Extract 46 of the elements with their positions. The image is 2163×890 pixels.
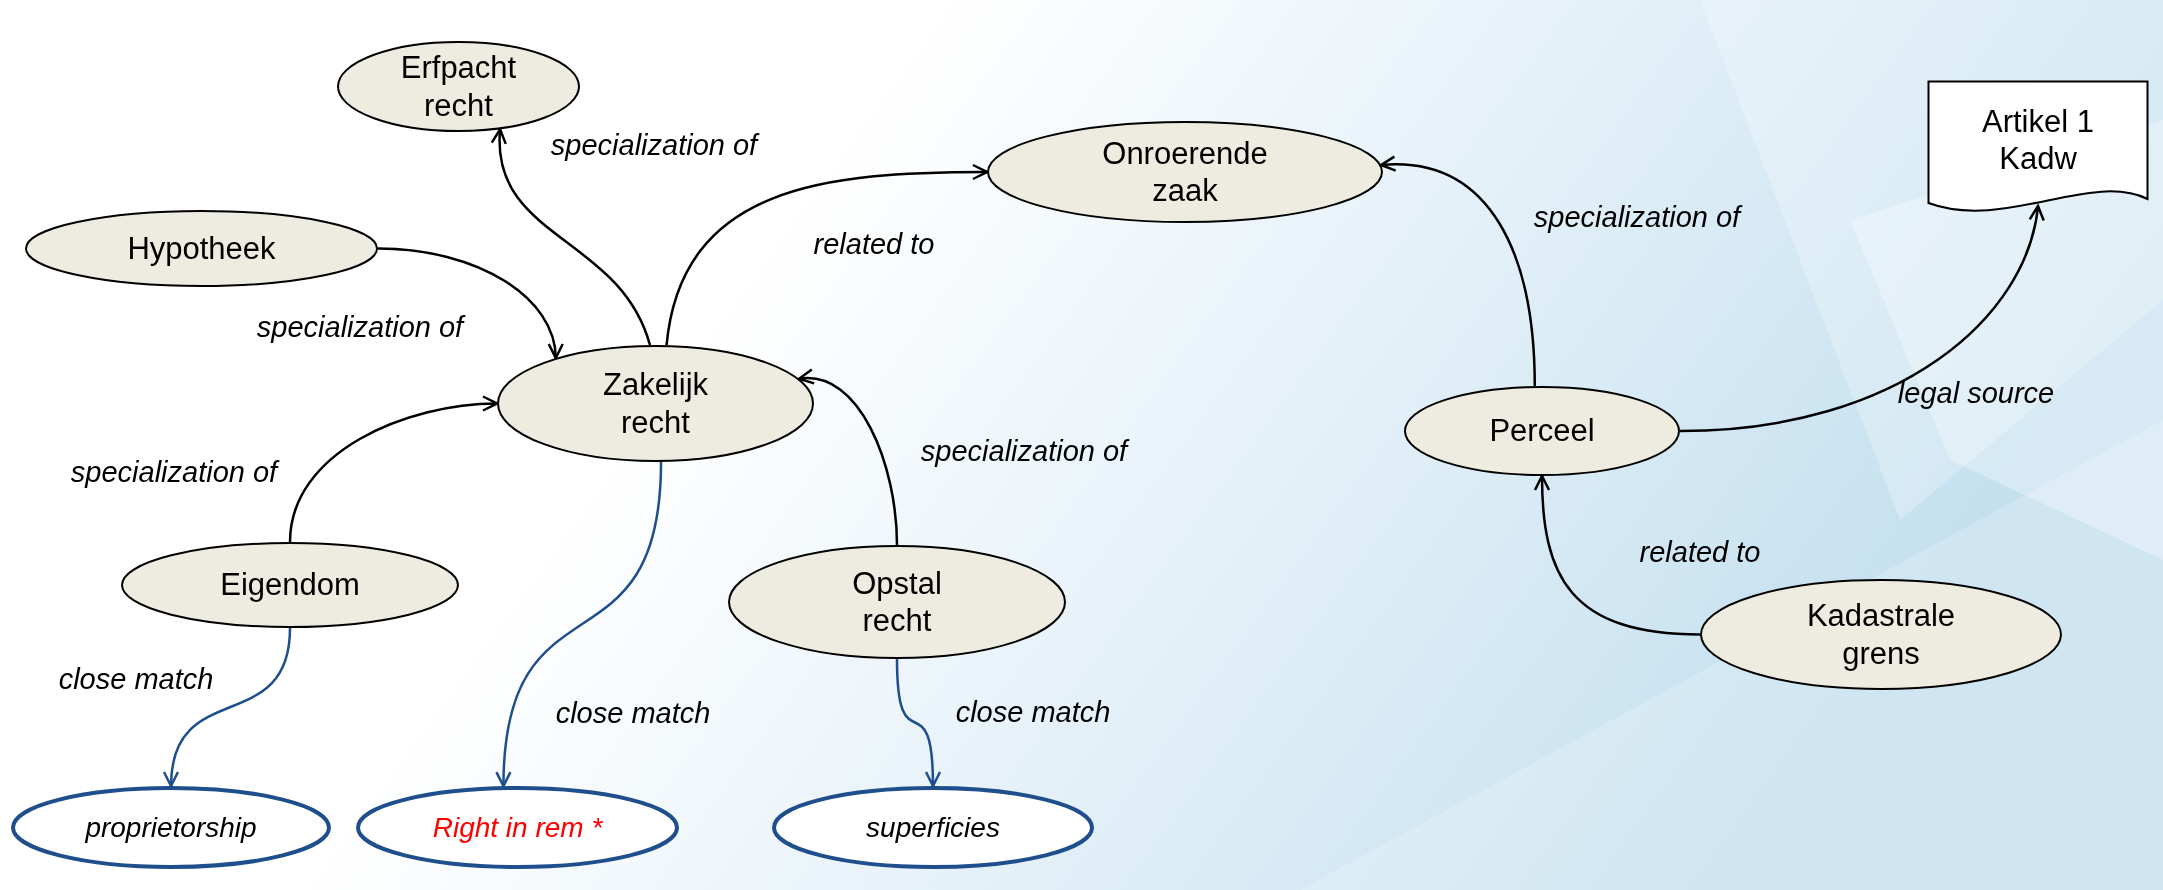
edge-label: close match — [955, 695, 1111, 729]
arrow — [164, 627, 292, 788]
arrow — [895, 658, 941, 788]
node-label: Zakelijk recht — [601, 366, 710, 441]
node-label: Onroerende zaak — [1101, 134, 1269, 210]
node-label: Kadastrale grens — [1805, 597, 1957, 672]
term-ellipse — [25, 210, 378, 287]
edge-label: specialization of — [550, 128, 758, 162]
arrow — [491, 128, 652, 346]
arrow — [1534, 474, 1701, 636]
concept-ellipse — [772, 786, 1094, 869]
edge-label: related to — [1639, 535, 1761, 569]
term-ellipse — [337, 41, 580, 132]
arrow — [377, 247, 563, 360]
node-label: proprietorship — [85, 810, 257, 845]
node-label: Artikel 1 Kadw — [1981, 102, 2095, 178]
node-label: Erfpacht recht — [399, 49, 518, 124]
node-label: Eigendom — [220, 566, 360, 604]
term-ellipse — [728, 545, 1066, 659]
arrow — [288, 395, 499, 543]
edge-label: specialization of — [256, 310, 464, 344]
arrow — [1679, 204, 2044, 433]
edge-label: related to — [813, 227, 935, 261]
term-ellipse — [121, 542, 459, 628]
node-label: Hypotheek — [127, 229, 276, 268]
term-ellipse — [1700, 579, 2062, 690]
node-label: Perceel — [1489, 412, 1595, 450]
edge-label: specialization of — [920, 434, 1128, 468]
edge-label: close match — [58, 662, 214, 696]
term-ellipse — [1404, 386, 1680, 476]
arrow — [1379, 156, 1537, 387]
term-ellipse — [987, 121, 1383, 223]
edge-label: legal source — [1897, 376, 2055, 410]
node-label: superficies — [866, 810, 1000, 845]
term-ellipse — [497, 345, 814, 462]
node-label: Right in rem * — [432, 810, 603, 845]
arrow — [665, 163, 989, 346]
arrow — [496, 461, 663, 788]
concept-ellipse — [11, 786, 331, 869]
arrow — [797, 370, 899, 546]
document-node — [1927, 80, 2149, 214]
concept-ellipse — [356, 786, 679, 869]
edge-label: close match — [555, 696, 711, 730]
node-label: Opstal recht — [851, 564, 943, 640]
edge-label: specialization of — [70, 455, 278, 489]
edge-label: specialization of — [1533, 200, 1741, 234]
